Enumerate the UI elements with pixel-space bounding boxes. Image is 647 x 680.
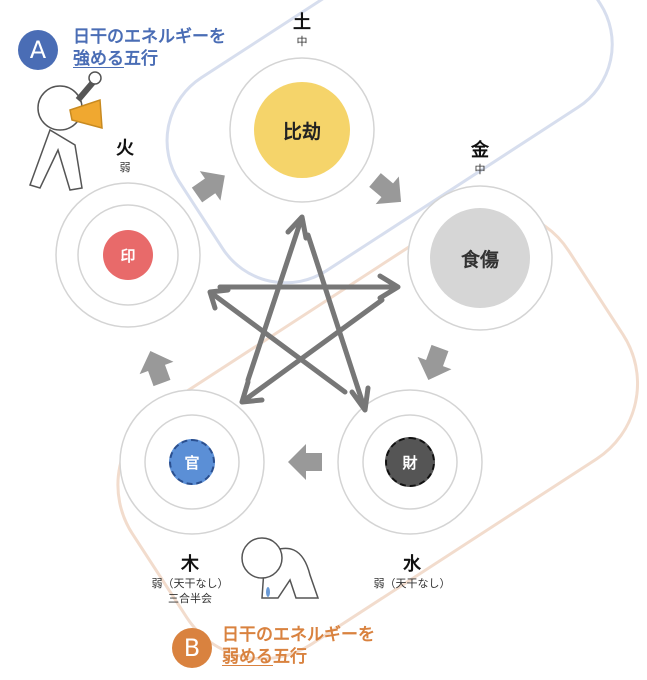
- earth-strength: 中: [296, 35, 308, 48]
- group-a-title-rest: 五行: [124, 49, 158, 69]
- arrow-wood-to-fire: [139, 351, 174, 387]
- arrow-wood-to-earth: [245, 214, 309, 383]
- kneeling-figure-icon: [241, 537, 320, 599]
- group-a-title-underlined: 強める: [73, 49, 124, 69]
- group-b-title-rest: 五行: [273, 647, 307, 667]
- earth-name: 土: [293, 12, 311, 33]
- earth-label: 土中: [293, 8, 311, 49]
- group-b-badge-text: B: [183, 634, 201, 662]
- arrow-fire-to-metal: [217, 273, 401, 301]
- group-b-outline: [116, 208, 640, 661]
- water-label: 水弱（天干なし）: [374, 550, 451, 591]
- node-hikou-label: 比劫: [282, 120, 321, 143]
- metal-name: 金: [471, 140, 489, 161]
- arrow-metal-to-wood: [239, 297, 385, 405]
- water-strength: 弱（天干なし）: [373, 577, 451, 590]
- group-a-outline: [165, 0, 614, 285]
- group-a-title: 日干のエネルギーを 強める五行: [73, 26, 226, 70]
- group-b-badge: B: [172, 628, 212, 668]
- node-in: 印: [103, 230, 153, 280]
- node-zai: 財: [385, 437, 435, 487]
- node-in-label: 印: [120, 246, 136, 265]
- node-kan-label: 官: [184, 453, 200, 472]
- group-a-badge-letter: A: [29, 36, 47, 64]
- node-hikou: 比劫: [254, 82, 350, 178]
- fire-name: 火: [116, 138, 134, 159]
- wood-name: 木: [181, 554, 199, 575]
- arrow-water-to-fire: [207, 287, 348, 395]
- arrow-earth-to-metal: [369, 173, 402, 205]
- metal-strength: 中: [474, 163, 486, 176]
- arrow-earth-to-water: [305, 232, 371, 413]
- node-zai-label: 財: [402, 453, 418, 472]
- arrow-metal-to-water: [417, 344, 452, 380]
- node-kan: 官: [169, 439, 215, 485]
- wood-note: 三合半会: [168, 592, 212, 605]
- group-b-title-line1: 日干のエネルギーを: [222, 625, 375, 645]
- group-a-title-line1: 日干のエネルギーを: [73, 27, 226, 47]
- group-b-title-underlined: 弱める: [222, 647, 273, 667]
- wood-label: 木弱（天干なし） 三合半会: [152, 550, 229, 606]
- fire-strength: 弱: [119, 161, 131, 174]
- node-shokushou-label: 食傷: [460, 248, 499, 271]
- arrow-fire-to-earth: [191, 171, 225, 203]
- wood-strength: 弱（天干なし）: [151, 577, 229, 590]
- water-name: 水: [403, 554, 421, 575]
- metal-label: 金中: [471, 136, 489, 177]
- node-shokushou: 食傷: [430, 208, 530, 308]
- group-a-badge: A: [18, 30, 58, 70]
- cheering-figure-icon: [29, 71, 103, 191]
- group-b-title: 日干のエネルギーを 弱める五行: [222, 624, 375, 668]
- arrow-water-to-wood: [288, 444, 322, 480]
- fire-label: 火弱: [116, 134, 134, 175]
